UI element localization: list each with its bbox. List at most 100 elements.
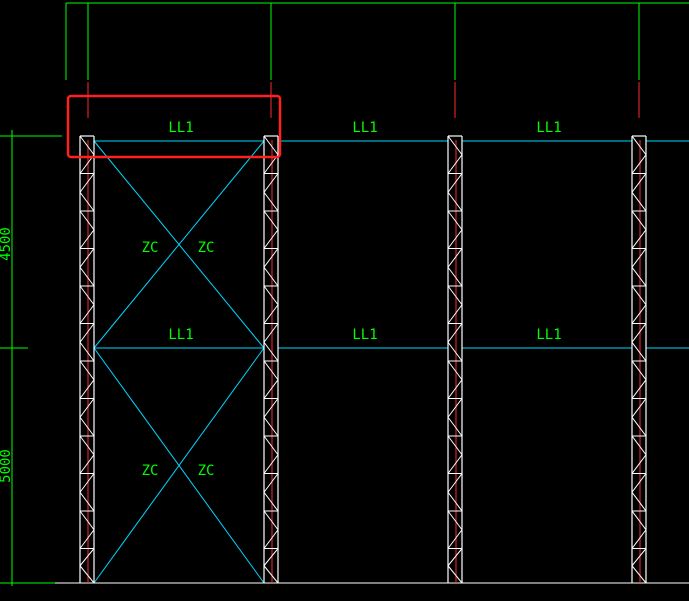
lattice-column	[79, 135, 95, 584]
column-member	[79, 360, 95, 381]
beams	[94, 140, 689, 349]
column-member	[263, 173, 279, 193]
column-member	[631, 210, 647, 231]
column-member	[447, 135, 463, 156]
columns	[79, 135, 647, 584]
column-member	[263, 304, 279, 324]
column-member	[631, 529, 647, 549]
brace-label-lower-left: ZC	[142, 463, 159, 479]
column-member	[263, 454, 279, 474]
column-member	[447, 266, 463, 287]
upper-brace-b	[93, 140, 265, 349]
column-member	[447, 398, 463, 418]
column-member	[447, 416, 463, 437]
column-member	[447, 341, 463, 362]
dimension-text-lower: 5000	[0, 449, 14, 483]
column-member	[447, 173, 463, 193]
brace-label-upper-left: ZC	[142, 240, 159, 256]
column-member	[79, 473, 95, 493]
column-member	[263, 548, 279, 567]
column-member	[263, 379, 279, 399]
column-member	[263, 510, 279, 531]
column-member	[447, 210, 463, 231]
grid-line-red-ticks	[87, 82, 640, 118]
beam-labels: LL1 LL1 LL1 LL1 LL1 LL1	[168, 120, 561, 343]
column-member	[263, 435, 279, 456]
column-member	[631, 416, 647, 437]
lower-brace-b	[93, 347, 265, 584]
column-member	[79, 416, 95, 437]
column-member	[79, 210, 95, 231]
column-member	[79, 229, 95, 249]
column-member	[631, 229, 647, 249]
brace-label-upper-right: ZC	[198, 240, 215, 256]
column-member	[631, 510, 647, 531]
column-member	[263, 191, 279, 212]
column-member	[447, 154, 463, 174]
middle-beam-label-2: LL1	[352, 327, 377, 343]
lattice-column	[263, 135, 279, 584]
column-member	[79, 510, 95, 531]
column-member	[631, 191, 647, 212]
column-member	[447, 285, 463, 306]
column-member	[263, 266, 279, 287]
column-member	[79, 191, 95, 212]
column-member	[631, 398, 647, 418]
column-member	[79, 454, 95, 474]
column-member	[79, 323, 95, 343]
column-member	[447, 360, 463, 381]
top-beam-label-3: LL1	[536, 120, 561, 136]
column-member	[79, 341, 95, 362]
column-member	[447, 248, 463, 268]
column-member	[447, 304, 463, 324]
middle-beam-label-1: LL1	[168, 327, 193, 343]
middle-beam-label-3: LL1	[536, 327, 561, 343]
column-member	[631, 454, 647, 474]
column-member	[79, 135, 95, 156]
column-member	[79, 548, 95, 567]
top-beam-label-1: LL1	[168, 120, 193, 136]
column-member	[631, 248, 647, 268]
column-member	[79, 529, 95, 549]
column-member	[631, 491, 647, 512]
column-member	[631, 341, 647, 362]
column-member	[263, 398, 279, 418]
column-member	[447, 548, 463, 567]
top-beam-label-2: LL1	[352, 120, 377, 136]
column-member	[447, 565, 463, 584]
brace-label-lower-right: ZC	[198, 463, 215, 479]
column-member	[263, 416, 279, 437]
column-member	[447, 229, 463, 249]
column-member	[631, 565, 647, 584]
lattice-column	[631, 135, 647, 584]
column-member	[263, 210, 279, 231]
column-member	[447, 529, 463, 549]
selection-highlight-box[interactable]	[66, 94, 282, 159]
column-member	[631, 154, 647, 174]
column-member	[447, 491, 463, 512]
column-member	[79, 285, 95, 306]
column-member	[263, 229, 279, 249]
column-member	[263, 323, 279, 343]
column-member	[631, 548, 647, 567]
column-member	[263, 529, 279, 549]
column-member	[79, 565, 95, 584]
column-member	[447, 473, 463, 493]
column-member	[79, 304, 95, 324]
x-bracing	[93, 140, 265, 584]
column-member	[631, 135, 647, 156]
column-member	[79, 266, 95, 287]
column-member	[447, 323, 463, 343]
column-member	[631, 360, 647, 381]
column-member	[263, 565, 279, 584]
column-member	[631, 266, 647, 287]
column-member	[79, 435, 95, 456]
column-member	[79, 173, 95, 193]
column-member	[631, 435, 647, 456]
column-member	[79, 379, 95, 399]
column-member	[631, 304, 647, 324]
lattice-column	[447, 135, 463, 584]
column-member	[631, 323, 647, 343]
